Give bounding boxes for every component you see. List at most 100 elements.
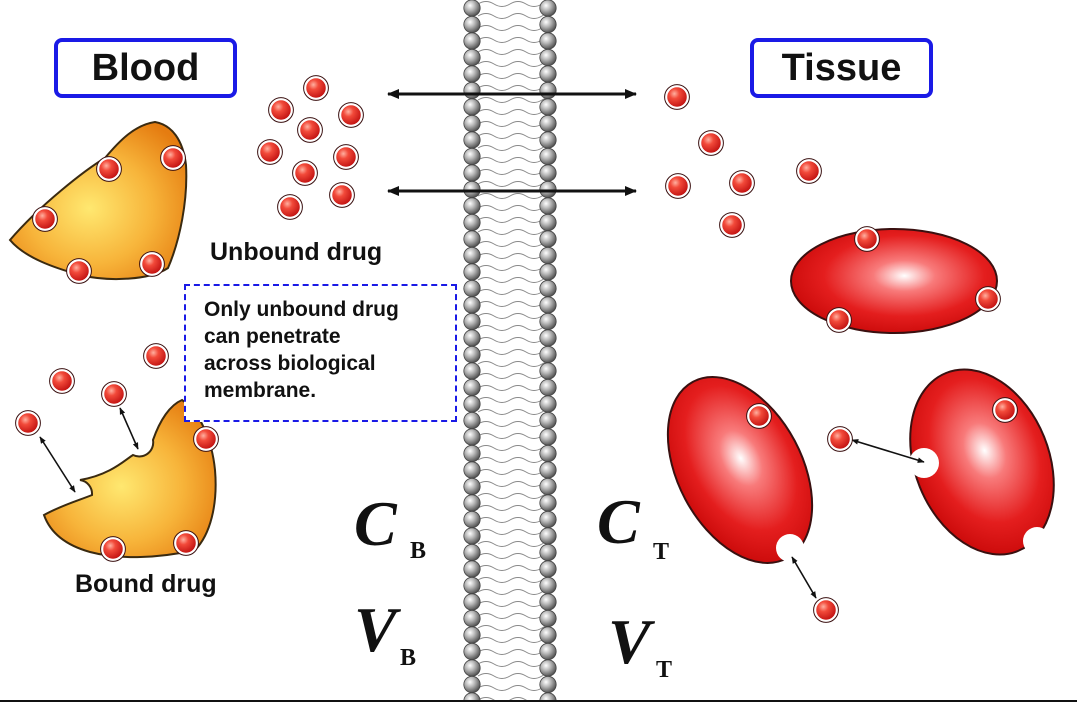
drug-molecule: [277, 194, 303, 220]
lipid-head: [463, 48, 481, 67]
lipid-tail: [477, 589, 549, 595]
lipid-tail: [477, 397, 549, 403]
lipid-head: [463, 213, 481, 232]
lipid-tail: [477, 169, 549, 175]
drug-molecule: [729, 170, 755, 196]
drug-molecule-outline: [277, 194, 303, 220]
drug-molecule: [96, 156, 122, 182]
lipid-tail: [477, 469, 549, 475]
drug-molecule-outline: [698, 130, 724, 156]
lipid-head: [539, 659, 557, 677]
lipid-tail: [477, 553, 549, 559]
lipid-head: [463, 659, 481, 677]
lipid-head: [539, 15, 557, 34]
drug-molecule: [664, 84, 690, 110]
lipid-head: [463, 65, 481, 83]
drug-molecule-outline: [49, 368, 75, 394]
drug-molecule-outline: [719, 212, 745, 238]
drug-molecule: [813, 597, 839, 623]
lipid-head: [463, 131, 481, 149]
drug-molecule-outline: [297, 117, 323, 143]
lipid-tail: [477, 409, 549, 415]
lipid-head: [463, 279, 481, 298]
lipid-tail: [477, 361, 549, 367]
drug-molecule: [193, 426, 219, 452]
concentration-blood-symbol: C: [354, 488, 397, 559]
lipid-tail: [477, 229, 549, 235]
lipid-tail: [477, 37, 549, 43]
drug-molecule: [32, 206, 58, 232]
lipid-head: [463, 642, 481, 661]
lipid-tail: [477, 73, 549, 79]
lipid-head: [463, 230, 481, 248]
lipid-tail: [477, 481, 549, 487]
lipid-tail: [477, 109, 549, 115]
drug-molecule-outline: [160, 145, 186, 171]
lipid-head: [539, 543, 557, 562]
lipid-head: [463, 15, 481, 34]
note-line-4: membrane.: [204, 379, 317, 402]
drug-molecule: [826, 307, 852, 333]
lipid-tail: [477, 265, 549, 271]
drug-molecule: [746, 403, 772, 429]
lipid-tail: [477, 13, 549, 19]
lipid-bilayer-membrane: [463, 0, 557, 702]
lipid-head: [463, 246, 481, 265]
lipid-head: [463, 98, 481, 116]
lipid-tail: [477, 241, 549, 247]
lipid-head: [463, 477, 481, 496]
lipid-head: [463, 411, 481, 430]
lipid-head: [463, 0, 481, 17]
drug-molecule: [49, 368, 75, 394]
lipid-head: [539, 477, 557, 496]
concentration-blood-subscript: B: [410, 538, 427, 564]
binding-arrow-left: [39, 436, 76, 493]
lipid-head: [539, 213, 557, 232]
lipid-head: [463, 444, 481, 463]
drug-molecule-outline: [665, 173, 691, 199]
volume-tissue-subscript: T: [656, 657, 673, 683]
lipid-head: [539, 362, 557, 380]
drug-molecule: [257, 139, 283, 165]
lipid-tail: [477, 433, 549, 439]
drug-molecule-outline: [143, 343, 169, 369]
lipid-head: [539, 48, 557, 67]
lipid-head: [463, 329, 481, 347]
lipid-tail: [477, 61, 549, 67]
drug-molecule-outline: [729, 170, 755, 196]
drug-molecule-outline: [333, 144, 359, 170]
lipid-tail: [477, 133, 549, 139]
lipid-head: [539, 527, 557, 545]
lipid-head: [539, 246, 557, 265]
lipid-tail: [477, 1, 549, 7]
lipid-head: [539, 230, 557, 248]
drug-molecule: [160, 145, 186, 171]
lipid-head: [539, 164, 557, 182]
drug-molecule: [827, 426, 853, 452]
drug-molecule: [143, 343, 169, 369]
lipid-head: [539, 411, 557, 430]
drug-molecule-outline: [193, 426, 219, 452]
lipid-head: [539, 0, 557, 17]
lipid-tail: [477, 517, 549, 523]
drug-molecule: [297, 117, 323, 143]
lipid-head: [463, 428, 481, 446]
lipid-tail: [477, 505, 549, 511]
lipid-head: [463, 609, 481, 628]
lipid-tail: [477, 157, 549, 163]
lipid-head: [463, 32, 481, 50]
lipid-head: [463, 164, 481, 182]
lipid-head: [463, 395, 481, 413]
lipid-head: [539, 345, 557, 364]
drug-molecule-outline: [257, 139, 283, 165]
lipid-head: [463, 114, 481, 133]
lipid-tails: [477, 1, 549, 702]
concentration-tissue-subscript: T: [653, 539, 670, 565]
drug-molecule: [992, 397, 1018, 423]
lipid-tail: [477, 121, 549, 127]
note-line-2: can penetrate: [204, 325, 341, 348]
lipid-head: [539, 329, 557, 347]
lipid-head: [539, 626, 557, 644]
drug-molecule-outline: [796, 158, 822, 184]
